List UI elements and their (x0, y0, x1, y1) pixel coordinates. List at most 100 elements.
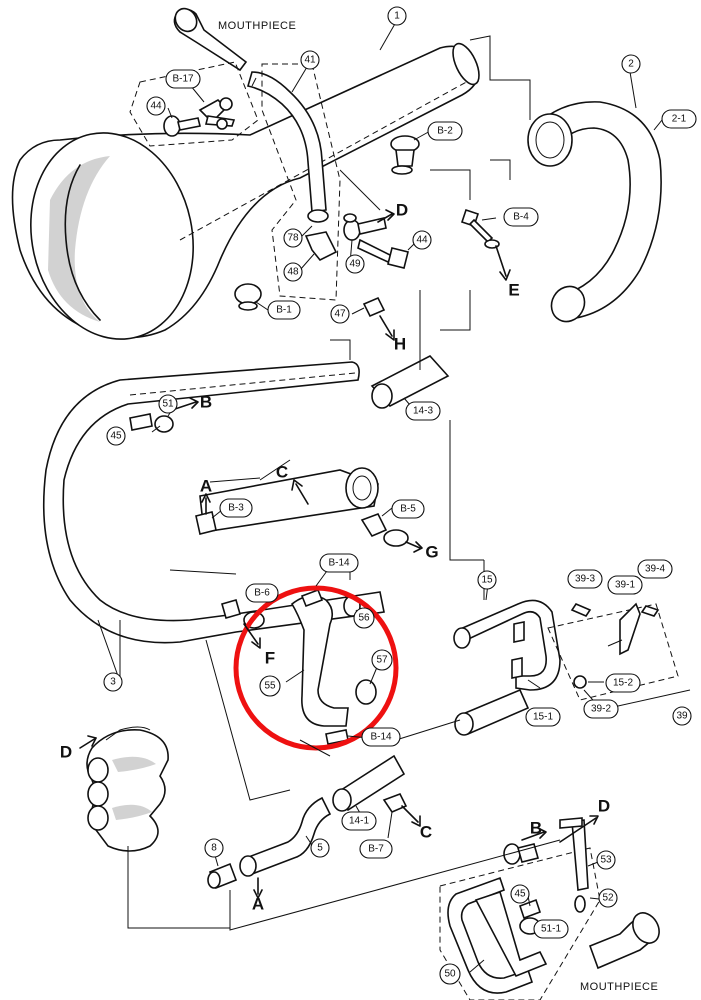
callout-b4: B-4 (503, 207, 539, 227)
callout-label: 45 (514, 889, 526, 900)
callout-label: 39-1 (615, 580, 635, 591)
mouthpiece-bottom: MOUTHPIECE (580, 912, 660, 993)
letter-g: G (425, 543, 438, 562)
callout-label: 39-4 (645, 564, 665, 575)
assembly-lines (119, 35, 561, 931)
callout-label: 3 (110, 677, 116, 688)
callout-label: 47 (334, 309, 346, 320)
callout-label: 15 (481, 575, 493, 586)
caption-mouthpiece-top: MOUTHPIECE (218, 20, 296, 32)
b7-screw (382, 792, 408, 813)
callout-39-1: 39-1 (607, 575, 643, 595)
callout-b5: B-5 (391, 499, 425, 519)
letter-d-bottom: D (598, 797, 610, 816)
callout-51-1: 51-1 (533, 919, 569, 939)
letter-c-bottom: C (420, 823, 432, 842)
callout-label: 51-1 (541, 924, 561, 935)
letter-a-bottom: A (252, 895, 264, 914)
callout-47: 47 (330, 304, 350, 324)
callout-label: 15-2 (613, 678, 633, 689)
callout-2-1: 2-1 (661, 109, 697, 129)
letter-b-bottom: B (530, 819, 542, 838)
letter-d-top: D (396, 201, 408, 220)
tube-14-1 (332, 754, 406, 812)
cap-b1 (234, 283, 262, 311)
thumbscrew-b4 (460, 208, 500, 249)
callout-label: B-1 (276, 305, 292, 316)
callout-5: 5 (310, 838, 330, 858)
callout-1: 1 (387, 6, 407, 26)
bell-tube (11, 42, 480, 340)
water-key-78-48 (304, 209, 338, 262)
callout-label: 14-1 (349, 816, 369, 827)
callout-label: 15-1 (533, 712, 553, 723)
callout-39-3: 39-3 (567, 569, 603, 589)
callout-label: 48 (287, 267, 299, 278)
callout-b6: B-6 (245, 583, 279, 603)
callout-label: 14-3 (413, 406, 433, 417)
callout-label: 57 (376, 655, 388, 666)
callout-41: 41 (300, 50, 320, 70)
letter-c-top: C (276, 463, 288, 482)
letter-d-left: D (60, 743, 72, 762)
group-outline-leadpipe (261, 63, 341, 301)
callout-label: 55 (264, 681, 276, 692)
callout-b14a: B-14 (319, 553, 359, 573)
letter-h: H (394, 335, 406, 354)
callout-label: 5 (317, 843, 323, 854)
callout-2: 2 (621, 54, 641, 74)
callout-52: 52 (598, 888, 618, 908)
callout-14-1: 14-1 (341, 811, 377, 831)
callout-b2: B-2 (427, 121, 463, 141)
callout-55: 55 (259, 675, 281, 697)
callout-51: 51 (158, 394, 178, 414)
callout-label: 2-1 (672, 114, 687, 125)
letter-e: E (508, 281, 519, 300)
callout-44a: 44 (146, 96, 166, 116)
clip-47 (362, 296, 386, 318)
callout-49: 49 (345, 254, 365, 274)
valve-slide-15 (453, 599, 561, 736)
callout-b1: B-1 (267, 300, 301, 320)
waterkey-parts-top (163, 97, 236, 137)
callout-b14b: B-14 (361, 727, 401, 747)
callout-label: B-3 (228, 503, 244, 514)
callout-39-2: 39-2 (583, 699, 619, 719)
callout-b3: B-3 (219, 498, 253, 518)
callout-label: B-14 (370, 732, 392, 743)
callout-3: 3 (103, 672, 123, 692)
callout-label: 39 (676, 711, 688, 722)
group-outline-50 (439, 847, 601, 1000)
tube-14-3 (370, 355, 450, 409)
callout-label: 8 (211, 843, 217, 854)
callout-45a: 45 (106, 426, 126, 446)
callout-53: 53 (596, 850, 616, 870)
callout-48: 48 (283, 262, 303, 282)
crook-part-55 (290, 588, 377, 745)
callout-78: 78 (283, 228, 303, 248)
leadpipe-group-50 (447, 817, 589, 994)
callout-label: 41 (304, 55, 316, 66)
callout-label: 1 (394, 11, 400, 22)
callout-label: B-5 (400, 504, 416, 515)
callout-label: 56 (358, 613, 370, 624)
callout-label: B-2 (437, 126, 453, 137)
callout-label: B-7 (368, 844, 384, 855)
callout-label: B-6 (254, 588, 270, 599)
callout-label: 39-3 (575, 574, 595, 585)
callout-label: B-4 (513, 212, 529, 223)
callout-label: 44 (416, 235, 428, 246)
direction-arrows (79, 209, 599, 899)
callout-label: 52 (602, 893, 614, 904)
caption-mouthpiece-bottom: MOUTHPIECE (580, 981, 658, 993)
valve-parts-49-44 (343, 213, 409, 269)
callout-44b: 44 (412, 230, 432, 250)
callout-label: 78 (287, 233, 299, 244)
letter-b-left: B (200, 393, 212, 412)
callout-39: 39 (672, 706, 692, 726)
main-tuning-slide-3 (42, 361, 385, 644)
callout-56: 56 (353, 607, 375, 629)
callout-45b: 45 (510, 884, 530, 904)
trigger-39 (547, 602, 691, 711)
callout-57: 57 (371, 649, 393, 671)
